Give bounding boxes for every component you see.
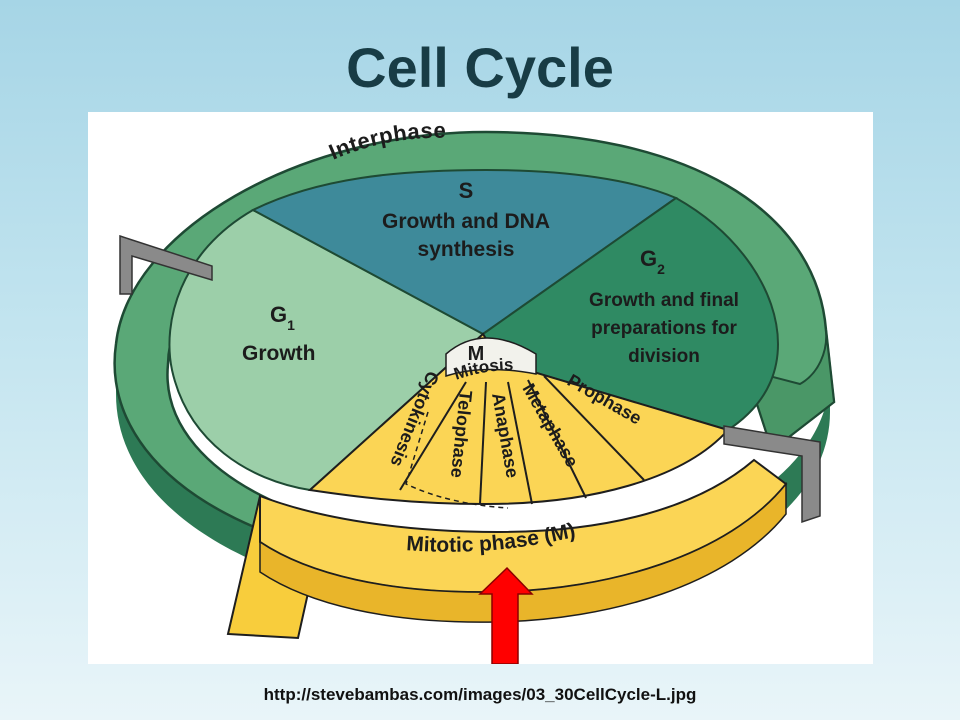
g2-title: G2: [640, 246, 665, 277]
cell-cycle-figure: Interphase Mitotic phase (M) S Growth an…: [88, 112, 873, 664]
s-sector: [250, 168, 679, 336]
mitotic-phase-arrow: Mitotic phase (M): [226, 458, 788, 640]
s-phase-line1: Growth and DNA: [382, 210, 550, 233]
cell-cycle-disc: [168, 168, 780, 509]
g1-title: G1: [270, 302, 295, 333]
m-center: [445, 337, 537, 378]
slide-title: Cell Cycle: [346, 36, 614, 99]
interphase-arrow: Interphase: [113, 118, 836, 542]
g2-line2: preparations for: [591, 318, 737, 339]
cell-cycle-diagram: Interphase Mitotic phase (M) S Growth an…: [113, 118, 836, 664]
s-phase-title: S: [459, 178, 474, 203]
g2-sector: [481, 196, 780, 432]
m-center-label: M: [468, 343, 485, 365]
gray-phase-bracket-icon: [119, 234, 821, 524]
mitotic-sector: [307, 332, 730, 506]
g1-sector: [168, 208, 485, 492]
g2-line1: Growth and final: [589, 290, 739, 311]
source-caption: http://stevebambas.com/images/03_30CellC…: [263, 685, 697, 704]
cytokinesis-dash: [405, 411, 509, 509]
s-phase-line2: synthesis: [418, 238, 515, 261]
red-up-arrow-icon: [478, 566, 534, 664]
g2-line3: division: [628, 346, 700, 367]
g1-description: Growth: [242, 342, 316, 365]
